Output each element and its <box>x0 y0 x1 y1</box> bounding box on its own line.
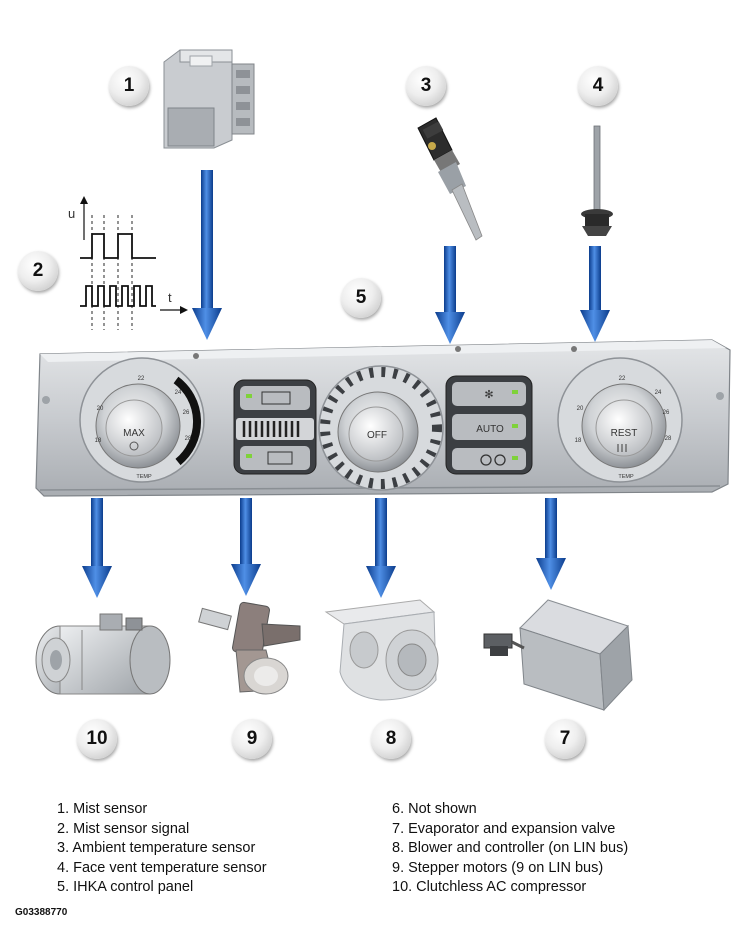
right-knob-caption: TEMP <box>618 474 634 480</box>
left-knob-tick: 20 <box>97 406 104 412</box>
mist-sensor-icon <box>163 49 255 149</box>
callout-1: 1 <box>109 66 149 106</box>
ihka-control-panel: MAX 22 24 26 28 20 18 TEMP <box>35 339 731 497</box>
signal-diagram <box>80 196 188 330</box>
blower-motor-icon <box>324 599 439 701</box>
legend-item: 1. Mist sensor <box>57 801 148 817</box>
right-knob-tick: 20 <box>577 406 584 412</box>
legend-item: 6. Not shown <box>392 801 477 817</box>
callout-5: 5 <box>341 278 381 318</box>
evaporator-icon <box>483 599 633 712</box>
right-knob-tick: 28 <box>665 436 672 442</box>
callout-4: 4 <box>578 66 618 106</box>
left-knob-caption: TEMP <box>136 474 152 480</box>
face-vent-temperature-sensor-icon <box>581 125 613 236</box>
right-temperature-knob[interactable] <box>557 357 683 483</box>
left-knob-tick: 26 <box>183 410 190 416</box>
left-knob-tick: 18 <box>95 438 102 444</box>
legend-left: 1. Mist sensor 2. Mist sensor signal 3. … <box>57 800 267 898</box>
defrost-button-cluster[interactable] <box>233 379 317 475</box>
arrow-to-evaporator <box>536 498 566 590</box>
right-knob-tick: 18 <box>575 438 582 444</box>
callout-3: 3 <box>406 66 446 106</box>
arrow-mist-sensor <box>192 170 222 340</box>
figure-id: G03388770 <box>15 907 68 918</box>
blower-knob-label: OFF <box>367 430 387 441</box>
stepper-motor-icon <box>198 601 301 695</box>
auto-button-label: AUTO <box>476 424 504 435</box>
ambient-temperature-sensor-icon <box>417 117 483 241</box>
callout-2: 2 <box>18 251 58 291</box>
legend-item: 9. Stepper motors (9 on LIN bus) <box>392 859 604 876</box>
left-temperature-knob[interactable] <box>79 357 205 483</box>
axis-t-label: t <box>168 290 172 305</box>
right-knob-label: REST <box>611 428 638 439</box>
arrow-to-blower <box>366 498 396 598</box>
legend-right: 6. Not shown 7. Evaporator and expansion… <box>392 800 628 898</box>
legend-item: 10. Clutchless AC compressor <box>392 879 587 895</box>
svg-text:✻: ✻ <box>484 389 493 401</box>
axis-u-label: u <box>68 206 75 221</box>
ac-compressor-icon <box>35 613 171 695</box>
legend-item: 8. Blower and controller (on LIN bus) <box>392 840 629 856</box>
arrow-to-stepper-motor <box>231 498 261 596</box>
callout-10: 10 <box>77 719 117 759</box>
blower-knob[interactable] <box>318 365 444 491</box>
legend-item: 3. Ambient temperature sensor <box>57 840 256 856</box>
callout-8: 8 <box>371 719 411 759</box>
left-knob-tick: 28 <box>185 436 192 442</box>
left-knob-label: MAX <box>123 428 145 439</box>
callout-7: 7 <box>545 719 585 759</box>
legend-item: 7. Evaporator and expansion valve <box>392 820 616 837</box>
callout-9: 9 <box>232 719 272 759</box>
arrow-ambient-sensor <box>435 246 465 344</box>
right-knob-tick: 22 <box>619 376 626 382</box>
arrow-face-vent-sensor <box>580 246 610 342</box>
legend-item: 5. IHKA control panel <box>57 879 194 895</box>
arrow-to-compressor <box>82 498 112 598</box>
legend-item: 2. Mist sensor signal <box>57 820 190 837</box>
right-knob-tick: 26 <box>663 410 670 416</box>
left-knob-tick: 24 <box>175 390 182 396</box>
auto-button-cluster[interactable]: ✻ <box>445 375 533 475</box>
left-knob-tick: 22 <box>138 376 145 382</box>
legend-item: 4. Face vent temperature sensor <box>57 859 267 876</box>
right-knob-tick: 24 <box>655 390 662 396</box>
